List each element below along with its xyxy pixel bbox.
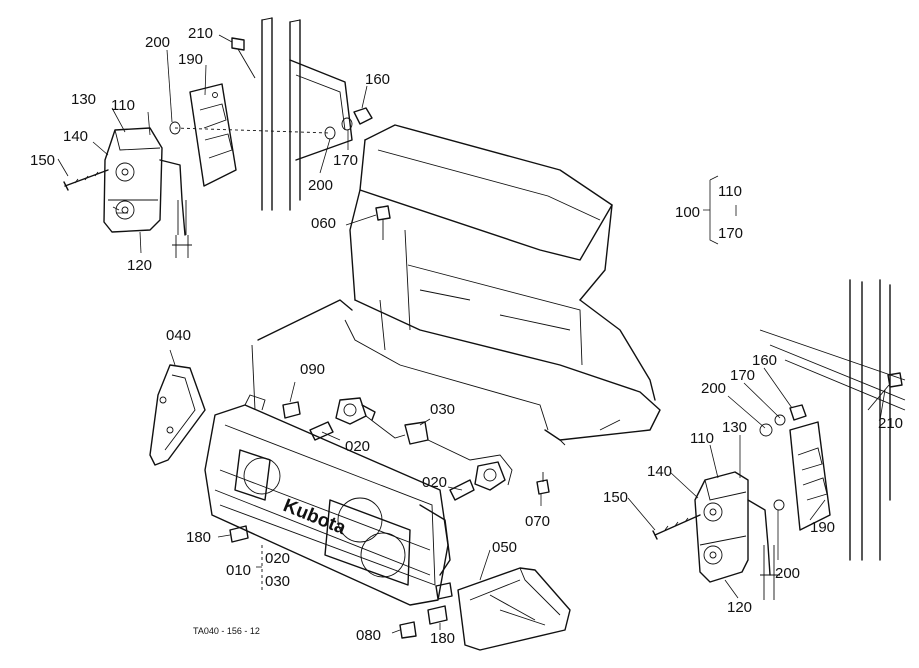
callout-150-right: 150 [603,489,628,506]
callout-170-group: 170 [718,225,743,242]
callout-120: 120 [127,257,152,274]
callout-050: 050 [492,539,517,556]
callout-200-right: 200 [701,380,726,397]
callout-030-group: 030 [265,573,290,590]
bulb-socket-lower [427,439,513,501]
side-lamp-040 [149,364,206,466]
callout-200-right-low: 200 [775,565,800,582]
screw-150-right [652,514,701,540]
bolt-210-right [867,372,903,411]
callout-110-group: 110 [718,183,742,200]
clip-070 [536,472,550,495]
bracket-190-left [189,83,237,187]
callout-200-mid: 200 [308,177,333,194]
washer-nut-left [169,107,373,140]
callout-160-right: 160 [752,352,777,369]
callout-090: 090 [300,361,325,378]
bolt-060 [375,205,391,240]
callout-020-a: 020 [345,438,370,455]
callout-080: 080 [356,627,381,644]
cab-pillar-left [261,17,353,211]
callout-140-right: 140 [647,463,672,480]
callout-110-right: 110 [690,430,714,447]
callout-010: 010 [226,562,251,579]
callout-130-right: 130 [722,419,747,436]
callout-210: 210 [188,25,213,42]
callout-210-right: 210 [878,415,903,432]
callout-200: 200 [145,34,170,51]
callout-180-left: 180 [186,529,211,546]
rear-lamp-right [694,471,780,600]
corner-lamp-050 [457,567,571,651]
screw-150-left [63,169,109,191]
bolt-210-top [231,37,256,79]
callout-100: 100 [675,204,700,221]
group-brace-010 [256,545,263,590]
washer-nut-right [759,404,807,511]
nut-080 [399,621,417,639]
callout-190-right: 190 [810,519,835,536]
callout-040: 040 [166,327,191,344]
callout-190: 190 [178,51,203,68]
callout-180-right: 180 [430,630,455,647]
callout-150: 150 [30,152,55,169]
pad-180-left [229,525,249,543]
callout-170-right: 170 [730,367,755,384]
callout-110: 110 [111,97,135,114]
pad-180-right [427,582,453,625]
callout-120-right: 120 [727,599,752,616]
brand-logo: Kubota [280,495,349,539]
leader-lines [57,34,886,634]
drawing-code: TA040 - 156 - 12 [193,626,260,636]
callout-030: 030 [430,401,455,418]
callout-020-b: 020 [422,474,447,491]
callout-140: 140 [63,128,88,145]
callout-020-group: 020 [265,550,290,567]
callout-160: 160 [365,71,390,88]
callout-070: 070 [525,513,550,530]
bracket-190-right [789,421,831,531]
callout-170: 170 [333,152,358,169]
callout-060: 060 [311,215,336,232]
rear-lamp-left [103,127,192,258]
callout-labels: 210 200 190 160 130 110 140 150 170 200 … [30,25,903,647]
hood-assembly [251,124,661,446]
callout-130: 130 [71,91,96,108]
grommet-090 [282,401,301,419]
group-brace-100 [703,175,737,245]
